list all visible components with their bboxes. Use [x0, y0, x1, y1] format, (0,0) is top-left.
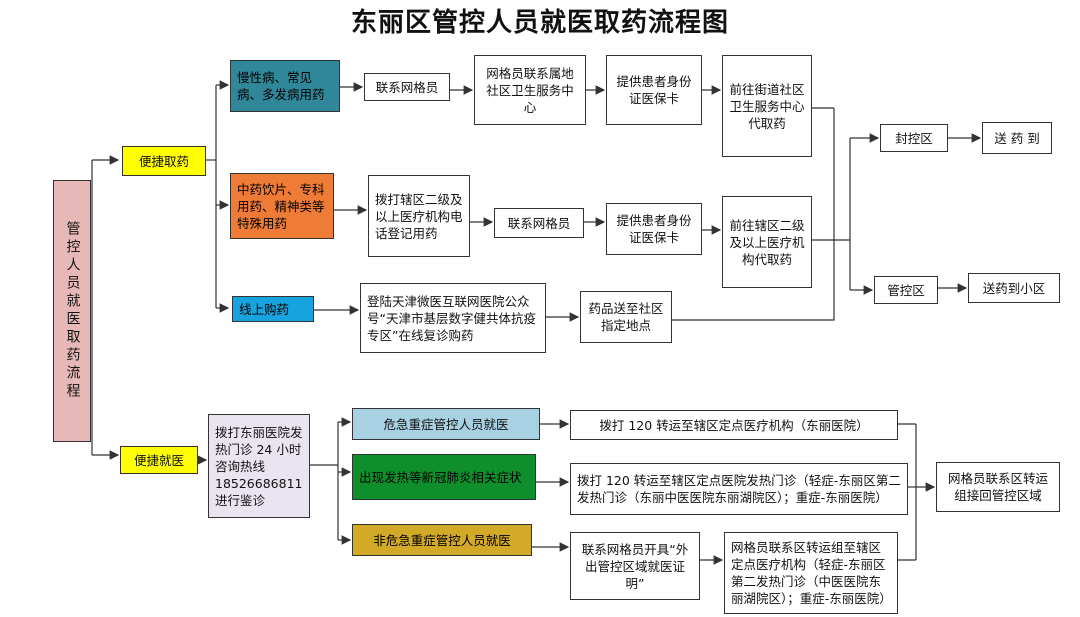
special-step-4: 前往辖区二级及以上医疗机构代取药 — [722, 196, 812, 288]
special-step-1: 拨打辖区二级及以上医疗机构电话登记用药 — [368, 175, 470, 257]
branch-medicine: 便捷取药 — [122, 146, 206, 176]
medical-covid: 出现发热等新冠肺炎相关症状 — [352, 454, 536, 500]
chronic-step-4: 前往街道社区卫生服务中心代取药 — [722, 55, 812, 157]
covid-step: 拨打 120 转运至辖区定点医院发热门诊（轻症-东丽区第二发热门诊（东丽中医医院… — [570, 463, 908, 515]
zone-controlled: 管控区 — [874, 276, 938, 304]
category-online: 线上购药 — [232, 296, 314, 322]
return-to-zone: 网格员联系区转运组接回管控区域 — [936, 462, 1060, 512]
zone-sealed-action: 送 药 到 — [982, 122, 1052, 154]
category-chronic: 慢性病、常见病、多发病用药 — [230, 60, 340, 112]
medical-noncritical: 非危急重症管控人员就医 — [352, 524, 532, 556]
online-step-1: 登陆天津微医互联网医院公众号“天津市基层数字健共体抗疫专区”在线复诊购药 — [360, 283, 546, 353]
root-node: 管控人员就医取药流程 — [53, 180, 91, 442]
zone-sealed: 封控区 — [880, 124, 948, 152]
chronic-step-1: 联系网格员 — [364, 73, 450, 101]
branch-medical: 便捷就医 — [120, 446, 198, 474]
online-step-2: 药品送至社区指定地点 — [580, 291, 672, 343]
chronic-step-2: 网格员联系属地社区卫生服务中心 — [474, 55, 586, 125]
medical-hotline: 拨打东丽医院发热门诊 24 小时咨询热线 18526686811 进行鉴诊 — [208, 414, 310, 518]
diagram-title: 东丽区管控人员就医取药流程图 — [350, 8, 729, 38]
special-step-2: 联系网格员 — [494, 208, 584, 238]
special-step-3: 提供患者身份证医保卡 — [606, 203, 702, 255]
zone-controlled-action: 送药到小区 — [968, 273, 1060, 303]
noncritical-step-1: 联系网格员开具“外出管控区域就医证明” — [570, 532, 700, 600]
chronic-step-3: 提供患者身份证医保卡 — [606, 55, 702, 125]
critical-step: 拨打 120 转运至辖区定点医疗机构（东丽医院） — [570, 410, 898, 440]
medical-critical: 危急重症管控人员就医 — [352, 408, 540, 440]
category-special: 中药饮片、专科用药、精神类等特殊用药 — [230, 173, 334, 239]
noncritical-step-2: 网格员联系区转运组至辖区定点医疗机构（轻症-东丽区第二发热门诊（中医医院东丽湖院… — [724, 532, 898, 614]
